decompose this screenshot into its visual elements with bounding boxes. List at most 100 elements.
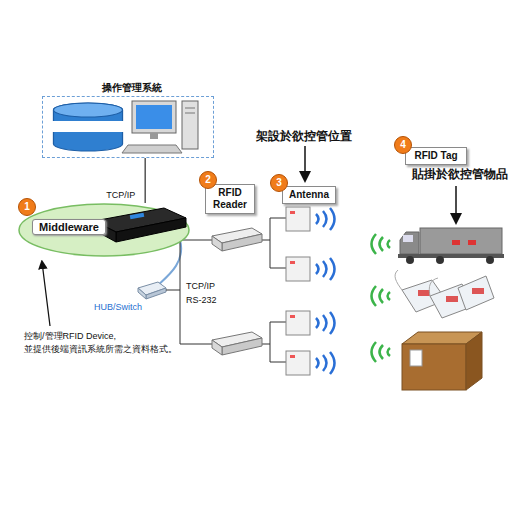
shape (403, 235, 413, 242)
shape (402, 344, 466, 390)
reader-icon (212, 332, 262, 355)
shape (222, 234, 262, 251)
shape (466, 332, 482, 390)
tag-icons (395, 270, 494, 318)
hub-switch-icon (138, 282, 166, 299)
shape (19, 204, 189, 256)
package-icon (402, 332, 482, 390)
antenna-mark (290, 211, 295, 358)
shape (182, 101, 198, 149)
connector-label: TCP/IP (104, 190, 137, 200)
radio-wave (323, 261, 327, 277)
shape (410, 350, 422, 366)
tag-wave (388, 292, 391, 300)
shape (436, 256, 444, 264)
device-name: HUB/Switch (94, 302, 142, 312)
tag-wave (380, 289, 384, 303)
shape (472, 288, 484, 294)
tag-wave (380, 237, 384, 251)
tag-wave (372, 342, 377, 362)
radio-wave (323, 315, 327, 331)
shape (212, 236, 222, 251)
shape (486, 256, 494, 264)
shape (406, 256, 414, 264)
connector (144, 158, 146, 203)
shape (270, 240, 286, 268)
tag-label-box: RFID Tag (405, 147, 467, 165)
shape (286, 351, 310, 375)
shape (180, 344, 212, 345)
shape (468, 240, 476, 245)
shape (212, 340, 222, 355)
shape (290, 315, 295, 318)
radio-wave (330, 312, 335, 334)
antenna-label-box: Antenna (282, 186, 336, 204)
computer-icon (122, 101, 198, 153)
callout-number: 3 (270, 174, 288, 192)
middleware-ellipse: Middleware (18, 203, 190, 257)
shape (290, 211, 295, 214)
radio-wave (316, 214, 319, 224)
tag-wave (388, 240, 391, 248)
shape (180, 240, 181, 344)
reader-icon (212, 228, 262, 251)
shape (132, 101, 176, 133)
leader-arrow (304, 146, 306, 180)
device-logo (130, 213, 145, 220)
shape (286, 257, 310, 281)
shape (452, 240, 460, 245)
shape (185, 108, 195, 109)
group-heading: 操作管理系統 (99, 81, 165, 95)
shape (185, 113, 195, 114)
radio-wave (316, 264, 319, 274)
shape (286, 207, 310, 231)
shape (150, 133, 158, 139)
note-text: 貼掛於欲控管物品 (412, 166, 508, 183)
node-label: Antenna (287, 189, 331, 201)
shape (395, 270, 438, 296)
shape (180, 240, 212, 241)
shape (420, 228, 502, 254)
shape (138, 288, 146, 299)
shape (166, 290, 180, 291)
protocol-name: RS-232 (186, 295, 217, 305)
radio-wave (330, 258, 335, 280)
radio-wave (316, 358, 319, 368)
node-label: RFID Reader (210, 187, 250, 211)
shape (122, 145, 182, 153)
shape (446, 296, 458, 302)
system-group: 操作管理系統Data Base (42, 96, 214, 158)
shape (53, 103, 122, 117)
node-label: Data Base (51, 121, 131, 132)
antenna-icon (286, 207, 310, 375)
leader-arrow (455, 186, 457, 222)
node-label: Middleware (32, 219, 106, 235)
radio-waves (316, 208, 390, 374)
tag-wave (372, 286, 377, 306)
tag-wave (388, 348, 391, 356)
middleware-device (116, 218, 186, 242)
shape (418, 290, 430, 296)
reader-label-box: RFID Reader (205, 184, 255, 214)
radio-wave (330, 352, 335, 374)
radio-wave (330, 208, 335, 230)
node-label: RFID Tag (410, 150, 462, 162)
shape (290, 261, 295, 264)
shape (136, 105, 172, 129)
shape (146, 288, 166, 299)
shape (458, 276, 494, 310)
shape (222, 338, 262, 355)
callout-number: 2 (199, 171, 217, 189)
tag-wave (380, 345, 384, 359)
note-text: 控制/管理RFID Device, 並提供後端資訊系統所需之資料格式。 (24, 330, 202, 356)
shape (286, 311, 310, 335)
leader-arrow (42, 262, 50, 326)
truck-icon (398, 228, 504, 264)
callout-number: 1 (18, 198, 36, 216)
radio-wave (323, 355, 327, 371)
shape (290, 355, 295, 358)
database-cylinder: Data Base (51, 102, 125, 152)
